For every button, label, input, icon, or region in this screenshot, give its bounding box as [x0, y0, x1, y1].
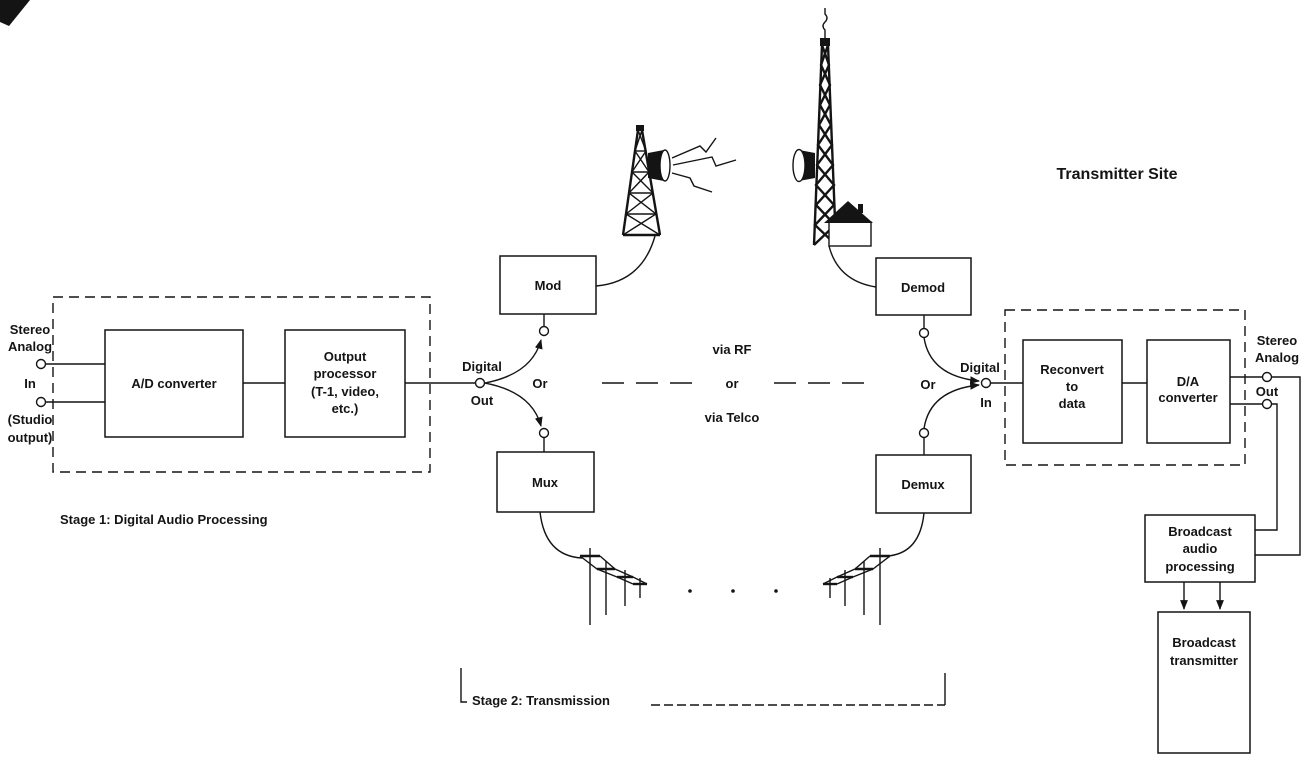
- microwave-dish-receive-icon: [793, 150, 815, 182]
- mod-to-tower-curve: [596, 236, 655, 286]
- mod-label: Mod: [535, 278, 562, 293]
- da-converter-label-1: D/A: [1177, 374, 1200, 389]
- input-label-in: In: [24, 376, 36, 391]
- digital-in-label-in: In: [980, 395, 992, 410]
- analog-out-label-out: Out: [1256, 384, 1279, 399]
- broadcast-transmitter-box: [1158, 612, 1250, 753]
- transmitter-site-group: Transmitter Site Digital In Reconvert to…: [960, 166, 1300, 753]
- digital-in-label-digital: Digital: [960, 360, 1000, 375]
- digital-out-label-out: Out: [471, 393, 494, 408]
- stage1-caption: Stage 1: Digital Audio Processing: [60, 512, 268, 527]
- transmitter-label-2: transmitter: [1170, 653, 1238, 668]
- digital-out-terminal: [476, 379, 485, 388]
- analog-out-left-terminal: [1263, 373, 1272, 382]
- mux-to-poles-curve: [540, 512, 582, 558]
- input-right-terminal: [37, 398, 46, 407]
- input-label-studio: (Studio: [8, 412, 53, 427]
- demux-output-terminal: [920, 429, 929, 438]
- analog-out-label-analog: Analog: [1255, 350, 1299, 365]
- demod-label: Demod: [901, 280, 945, 295]
- corner-fragment: [0, 0, 30, 26]
- transmitter-site-title: Transmitter Site: [1057, 166, 1178, 183]
- stage1-group: Stereo Analog In (Studio output) A/D con…: [8, 297, 502, 527]
- da-converter-label-2: converter: [1158, 390, 1217, 405]
- output-processor-label-2: processor: [314, 366, 377, 381]
- poles-to-demux-curve: [888, 513, 924, 556]
- mod-input-terminal: [540, 327, 549, 336]
- ellipsis-dot: [731, 589, 735, 593]
- or-left-label: Or: [532, 376, 547, 391]
- ad-converter-label: A/D converter: [131, 376, 216, 391]
- ellipsis-dot: [774, 589, 778, 593]
- audio-processing-label-3: processing: [1165, 559, 1234, 574]
- microwave-tower-transmit: [623, 125, 660, 235]
- analog-out-label-stereo: Stereo: [1257, 333, 1298, 348]
- audio-processing-label-1: Broadcast: [1168, 524, 1232, 539]
- or-right-label: Or: [920, 377, 935, 392]
- radio-signal-icon: [672, 138, 736, 192]
- input-left-terminal: [37, 360, 46, 369]
- mux-input-terminal: [540, 429, 549, 438]
- transmitter-label-1: Broadcast: [1172, 635, 1236, 650]
- output-processor-label-3: (T-1, video,: [311, 384, 379, 399]
- reconvert-label-2: to: [1066, 379, 1078, 394]
- tower-to-demod-curve: [829, 246, 876, 287]
- ellipsis-dot: [688, 589, 692, 593]
- microwave-dish-transmit-icon: [648, 150, 670, 181]
- output-processor-label-1: Output: [324, 349, 367, 364]
- input-label-stereo: Stereo: [10, 322, 51, 337]
- microwave-tower-receive: [814, 8, 836, 245]
- stage2-group: Or Mod Mux: [461, 8, 979, 708]
- stage2-caption: Stage 2: Transmission: [472, 693, 610, 708]
- input-label-analog: Analog: [8, 339, 52, 354]
- route-label-rf: via RF: [712, 342, 751, 357]
- digital-out-label-digital: Digital: [462, 359, 502, 374]
- mux-label: Mux: [532, 475, 559, 490]
- analog-out-right-terminal: [1263, 400, 1272, 409]
- utility-poles-left: [580, 548, 647, 625]
- demod-output-terminal: [920, 329, 929, 338]
- input-label-output: output): [8, 430, 53, 445]
- utility-poles-right: [823, 548, 890, 625]
- digital-in-terminal: [982, 379, 991, 388]
- route-label-or: or: [726, 376, 739, 391]
- reconvert-label-1: Reconvert: [1040, 362, 1104, 377]
- stage2-bracket-left: [461, 668, 467, 702]
- route-label-telco: via Telco: [705, 410, 760, 425]
- analog-out-right-feed: [1255, 404, 1277, 530]
- demux-label: Demux: [901, 477, 945, 492]
- output-processor-label-4: etc.): [332, 401, 359, 416]
- reconvert-label-3: data: [1059, 396, 1087, 411]
- audio-processing-label-2: audio: [1183, 541, 1218, 556]
